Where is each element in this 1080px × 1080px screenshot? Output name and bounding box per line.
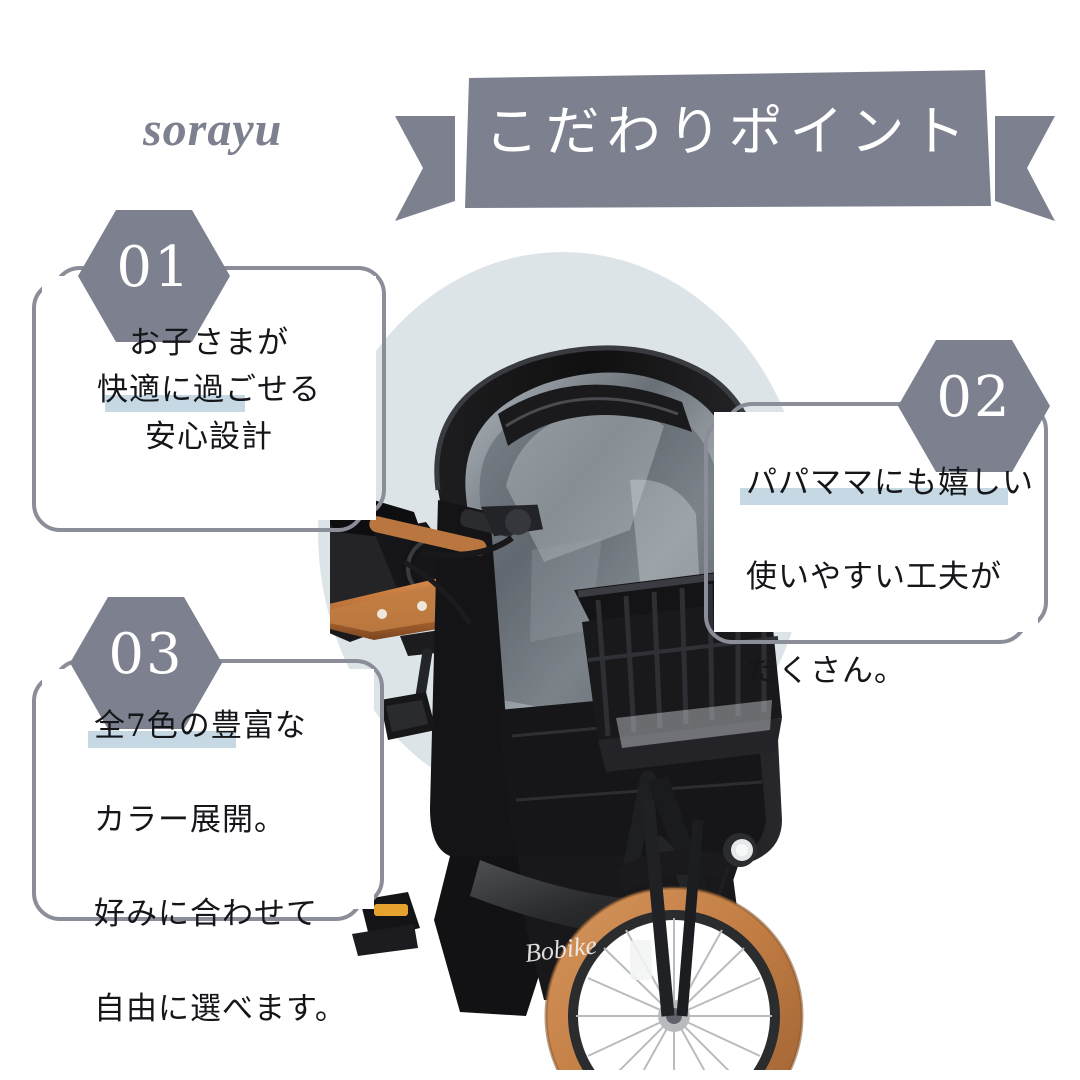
card-03-line-1: 全7色の豊富な: [88, 703, 388, 750]
card-03-line-4: 自由に選べます。: [94, 990, 347, 1027]
card-03-highlight: [88, 731, 236, 749]
card-01-number: 01: [116, 235, 192, 300]
ribbon-left-tail: [395, 116, 455, 221]
card-03-number: 03: [108, 622, 184, 687]
card-03-line-2: カラー展開。: [94, 802, 286, 839]
point-card-01: 01 お子さまが 快適に過ごせる 安心設計: [28, 210, 390, 534]
pedal: [352, 692, 436, 956]
card-01-line-1: お子さまが: [129, 325, 289, 361]
card-03-body: 全7色の豊富な カラー展開。 好みに合わせて 自由に選べます。: [28, 655, 388, 1033]
card-01-number-badge: 01: [78, 210, 230, 342]
ribbon-body: [465, 70, 991, 208]
ribbon-right-tail: [995, 116, 1055, 221]
point-card-03: 03 全7色の豊富な カラー展開。 好みに合わせて 自由に選べます。: [28, 597, 388, 1027]
card-02-highlight: [740, 488, 1008, 506]
ribbon-title: こだわりポイント: [484, 100, 973, 163]
card-02-body: パパママにも嬉しい 使いやすい工夫が たくさん。: [700, 398, 1052, 696]
card-03-line-3: 好みに合わせて: [94, 896, 318, 933]
brand-logo: sorayu: [143, 103, 283, 156]
card-02-line-2: 使いやすい工夫が: [746, 559, 1002, 596]
front-basket: [574, 566, 782, 772]
card-03-number-badge: 03: [70, 597, 222, 729]
point-card-02: 02 パパママにも嬉しい 使いやすい工夫が たくさん。: [700, 340, 1052, 689]
product-photo: Bobike: [330, 300, 860, 1070]
card-01-highlight: [105, 395, 245, 413]
ribbon-banner: こだわりポイント: [395, 56, 1055, 221]
card-01-body: お子さまが 快適に過ごせる 安心設計: [28, 262, 390, 461]
card-02-number: 02: [936, 365, 1012, 430]
handlebar: [369, 504, 543, 626]
card-02-line-1: パパママにも嬉しい: [740, 460, 1052, 507]
card-01-line-2: 快適に過ごせる: [97, 367, 321, 414]
card-02-number-badge: 02: [898, 340, 1050, 472]
card-01-line-3: 安心設計: [145, 419, 273, 456]
card-02-line-3: たくさん。: [746, 653, 906, 690]
front-wheel: [544, 799, 804, 1070]
